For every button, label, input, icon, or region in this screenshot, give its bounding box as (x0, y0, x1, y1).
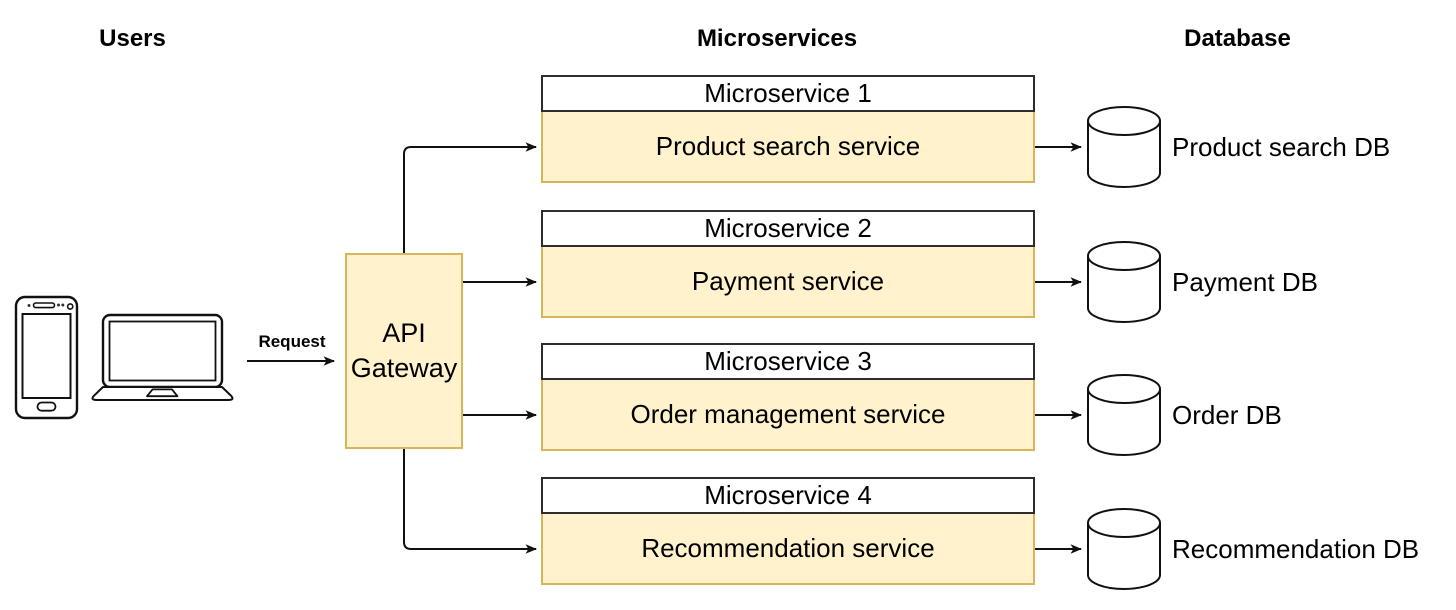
database-2-label: Payment DB (1172, 266, 1318, 297)
phone-sensor-dot (57, 303, 60, 307)
database-1-label: Product search DB (1172, 131, 1391, 162)
api-gateway-node: API Gateway (345, 253, 463, 449)
microservice-3-service-label: Order management service (541, 380, 1035, 451)
microservice-1-title: Microservice 1 (541, 75, 1035, 112)
microservice-3-node: Microservice 3 Order management service (541, 343, 1035, 451)
microservice-2-title: Microservice 2 (541, 210, 1035, 247)
database-cylinder-icon (1087, 241, 1161, 323)
microservice-1-service-label: Product search service (541, 112, 1035, 183)
gateway-to-ms1-connector (403, 142, 537, 253)
smartphone-icon (14, 295, 79, 420)
microservice-4-title: Microservice 4 (541, 477, 1035, 514)
database-cylinder-icon (1087, 508, 1161, 590)
api-gateway-label-line1: API (382, 318, 426, 348)
microservice-2-service-label: Payment service (541, 247, 1035, 318)
microservice-3-title: Microservice 3 (541, 343, 1035, 380)
laptop-notch (146, 388, 179, 398)
request-arrow-label: Request (258, 332, 326, 351)
database-cylinder-icon (1087, 106, 1161, 188)
database-column-header: Database (1184, 25, 1291, 52)
database-4-label: Recommendation DB (1172, 533, 1420, 564)
phone-camera (66, 303, 74, 310)
phone-home-button (36, 401, 57, 412)
database-cylinder-icon (1087, 374, 1161, 456)
laptop-icon (91, 313, 234, 401)
phone-sensor-dot (27, 304, 31, 307)
database-3-label: Order DB (1172, 399, 1282, 430)
microservice-4-service-label: Recommendation service (541, 514, 1035, 585)
api-gateway-label-line2: Gateway (350, 353, 458, 383)
phone-speaker (32, 302, 56, 309)
phone-sensor-dot (61, 303, 65, 307)
microservice-2-node: Microservice 2 Payment service (541, 210, 1035, 318)
gateway-to-ms4-connector (403, 449, 537, 554)
microservice-4-node: Microservice 4 Recommendation service (541, 477, 1035, 585)
microservices-column-header: Microservices (696, 25, 858, 52)
users-column-header: Users (99, 25, 166, 52)
microservice-1-node: Microservice 1 Product search service (541, 75, 1035, 183)
